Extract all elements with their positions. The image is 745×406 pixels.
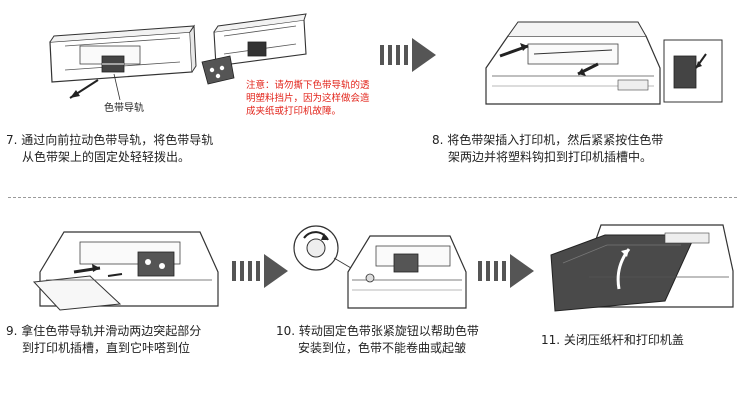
step-8-line1: 将色带架插入打印机，然后紧紧按住色带 xyxy=(447,133,664,147)
step-8-line2: 架两边并将塑料钩扣到打印机插槽中。 xyxy=(448,150,653,164)
next-step-arrow-icon xyxy=(232,254,290,292)
step-7-line1: 通过向前拉动色带导轨，将色带导轨 xyxy=(21,133,214,147)
step-8-caption: 8. 将色带架插入打印机，然后紧紧按住色带 架两边并将塑料钩扣到打印机插槽中。 xyxy=(432,132,663,166)
step-11-caption: 11. 关闭压纸杆和打印机盖 xyxy=(541,332,684,349)
step-7-caption: 7. 通过向前拉动色带导轨，将色带导轨 从色带架上的固定处轻轻拨出。 xyxy=(6,132,213,166)
step-11-number: 11. xyxy=(541,333,561,347)
caution-note-line1: 注意：请勿撕下色带导轨的透 xyxy=(246,80,370,91)
step-10-number: 10. xyxy=(276,324,296,338)
step-9-number: 9. xyxy=(6,324,18,338)
step-9-line2: 到打印机插槽，直到它咔嗒到位 xyxy=(22,341,191,355)
caution-note-line3: 成夹纸或打印机故障。 xyxy=(246,106,342,117)
step-11-line1: 关闭压纸杆和打印机盖 xyxy=(563,333,684,347)
next-step-arrow-icon xyxy=(380,38,438,76)
step-9-line1: 拿住色带导轨并滑动两边突起部分 xyxy=(21,324,202,338)
printer-insert-cartridge-illustration xyxy=(478,16,728,116)
tension-knob-illustration xyxy=(290,222,470,314)
step-10-line1: 转动固定色带张紧旋钮以帮助色带 xyxy=(298,324,479,338)
next-step-arrow-icon xyxy=(478,254,536,292)
ribbon-guide-label: 色带导轨 xyxy=(104,103,144,114)
step-9-caption: 9. 拿住色带导轨并滑动两边突起部分 到打印机插槽，直到它咔嗒到位 xyxy=(6,323,201,357)
section-divider xyxy=(8,197,737,198)
step-8-number: 8. xyxy=(432,133,444,147)
caution-note: 注意：请勿撕下色带导轨的透 明塑料挡片，因为这样做会造 成夹纸或打印机故障。 xyxy=(246,79,370,118)
printer-ribbon-guide-illustration xyxy=(30,222,230,314)
printer-close-cover-illustration xyxy=(545,215,735,315)
step-10-caption: 10. 转动固定色带张紧旋钮以帮助色带 安装到位，色带不能卷曲或起皱 xyxy=(276,323,479,357)
ribbon-cartridge-illustration xyxy=(40,20,200,115)
step-10-line2: 安装到位，色带不能卷曲或起皱 xyxy=(298,341,467,355)
caution-note-line2: 明塑料挡片，因为这样做会造 xyxy=(246,93,370,104)
step-7-line2: 从色带架上的固定处轻轻拨出。 xyxy=(22,150,191,164)
step-7-number: 7. xyxy=(6,133,18,147)
ribbon-cartridge-closeup-illustration xyxy=(200,13,310,86)
